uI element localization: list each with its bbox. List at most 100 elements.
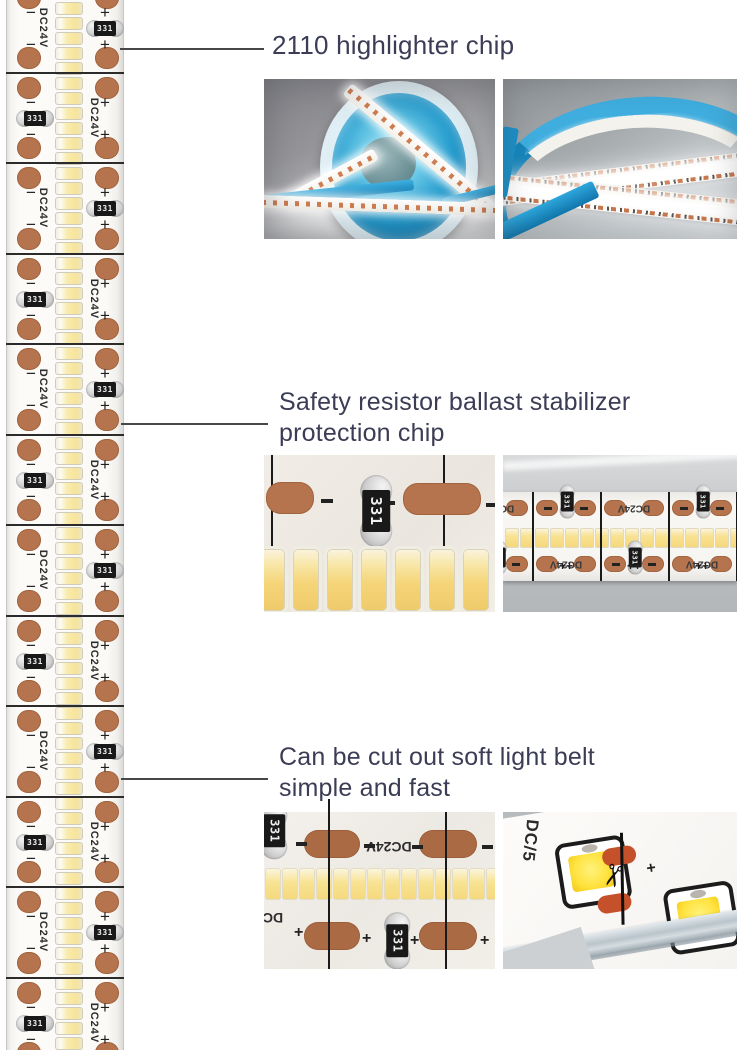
copper-pad — [574, 556, 596, 572]
minus-mark — [486, 503, 495, 507]
heading-line: Safety resistor ballast stabilizer — [279, 388, 631, 416]
led-chip — [392, 546, 424, 612]
minus-mark: − — [26, 454, 36, 474]
led-chip — [55, 212, 83, 225]
resistor-label: 331 — [97, 204, 113, 213]
plus-mark: + — [559, 559, 567, 573]
copper-pad — [17, 800, 41, 823]
copper-pad — [95, 891, 119, 913]
minus-mark — [296, 842, 307, 846]
led-chip — [55, 137, 83, 150]
led-chip — [55, 2, 83, 15]
copper-pad — [95, 499, 119, 521]
minus-mark: − — [26, 124, 36, 144]
copper-pad — [17, 680, 41, 702]
led-chip — [55, 362, 83, 375]
resistor-body: 331 — [560, 491, 574, 512]
corner-label: DC/5 — [518, 818, 543, 863]
photo-scissors-cut: DC/5+✂ — [503, 812, 737, 969]
resistor-label: 331 — [698, 494, 708, 509]
resistor-body: 331 — [94, 744, 116, 759]
led-chip — [55, 47, 83, 60]
minus-mark: − — [26, 486, 36, 506]
copper-pad — [95, 589, 119, 612]
minus-mark — [321, 499, 333, 503]
copper-pad — [304, 922, 360, 950]
resistor-label: 331 — [97, 928, 113, 937]
resistor: 331 — [384, 912, 411, 969]
resistor-label: 331 — [27, 475, 43, 485]
led-chip — [55, 797, 83, 810]
plus-mark: + — [100, 486, 110, 506]
minus-mark: − — [26, 2, 36, 22]
resistor: 331 — [86, 200, 124, 217]
copper-pad — [95, 408, 119, 431]
copper-pad — [17, 951, 41, 974]
resistor-body: 331 — [94, 20, 116, 36]
highlight — [503, 455, 737, 471]
photo-strip-coil — [503, 79, 737, 239]
led-chip — [55, 902, 83, 915]
resistor-label: 331 — [97, 747, 113, 756]
plus-mark: + — [100, 758, 110, 777]
heading-line: 2110 highlighter chip — [272, 30, 515, 60]
voltage-label: DC24V — [264, 910, 284, 926]
plus-mark: + — [100, 183, 110, 202]
copper-pad — [17, 438, 41, 461]
cut-mark-tick — [328, 799, 330, 812]
resistor-body: 331 — [24, 472, 46, 488]
resistor: 331 — [86, 381, 124, 398]
resistor-label: 331 — [267, 819, 282, 843]
voltage-label: DC24V — [88, 1002, 100, 1043]
copper-pad — [642, 500, 664, 516]
plus-mark: + — [100, 34, 110, 54]
copper-pad — [17, 891, 41, 913]
led-chip — [55, 107, 83, 120]
led-chip — [299, 868, 315, 900]
voltage-label: DC24V — [88, 278, 100, 319]
led-chip — [469, 868, 485, 900]
resistor: 331 — [86, 19, 124, 37]
plus-mark: + — [566, 559, 574, 573]
copper-pad — [95, 619, 119, 642]
led-chip — [358, 546, 390, 612]
led-chip — [580, 528, 594, 548]
minus-mark — [412, 845, 423, 849]
section-2-heading: Safety resistor ballast stabilizer prote… — [279, 387, 630, 449]
minus-mark — [482, 845, 493, 849]
plus-mark: + — [627, 559, 635, 573]
minus-mark — [544, 507, 552, 510]
minus-mark: − — [26, 1029, 36, 1049]
copper-pad — [95, 76, 119, 99]
minus-mark: − — [26, 577, 36, 596]
led-chip — [55, 842, 83, 855]
led-chip — [55, 437, 83, 450]
resistor: 331 — [86, 924, 124, 941]
led-chip — [55, 167, 83, 180]
cut-line — [445, 812, 447, 969]
led-chip — [55, 692, 83, 705]
copper-pad — [95, 348, 119, 370]
led-chip — [55, 182, 83, 195]
resistor-body: 331 — [24, 291, 46, 307]
cut-line — [736, 492, 737, 581]
led-chip — [55, 152, 83, 165]
resistor-label: 331 — [97, 566, 113, 575]
cut-line — [443, 455, 445, 612]
cut-line — [6, 433, 124, 436]
copper-pad — [419, 922, 477, 950]
copper-pad — [95, 257, 119, 280]
cut-line — [6, 162, 124, 164]
copper-pad — [95, 137, 119, 159]
minus-mark: − — [26, 396, 36, 415]
plus-mark: + — [100, 273, 110, 293]
copper-pad — [95, 46, 119, 69]
copper-pad — [17, 257, 41, 280]
copper-pad — [17, 619, 41, 642]
voltage-label: DC24V — [37, 368, 49, 410]
led-chip — [655, 528, 669, 548]
copper-pad — [17, 227, 41, 250]
copper-pad — [95, 438, 119, 461]
led-chip — [55, 467, 83, 480]
